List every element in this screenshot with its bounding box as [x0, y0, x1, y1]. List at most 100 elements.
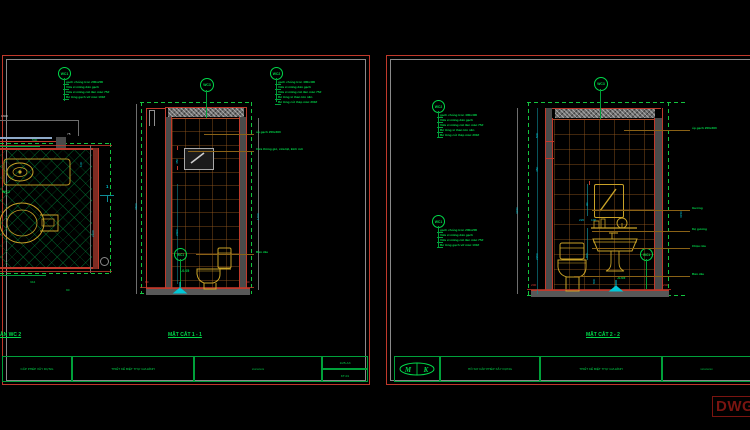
sec1-dim-2300-line	[177, 184, 178, 284]
left-section-title: MẶT CẮT 1 - 1	[168, 332, 202, 338]
callout-wc2-right-line-3: Bê tông xỉ than tôn nền	[440, 128, 475, 132]
sec2-level-symbol	[608, 280, 624, 292]
leader-line-ban-cau	[196, 254, 254, 255]
sec1-vent-window	[184, 148, 214, 170]
callout-bubble-wc1-left-label: WC1	[60, 71, 69, 76]
sec1-door-red-v	[146, 108, 147, 288]
title-block-left-cell-1: THIẾT KẾ BIỆT THỰ GIA ĐÌNH	[72, 356, 194, 382]
sec1-floor-callout-label: WC1	[176, 252, 185, 257]
title-block-right-cell-0: HỒ SƠ CẤP PHÉP XÂY DỰNG	[440, 356, 540, 382]
callout-wc2-right-spine	[437, 111, 439, 137]
sec1-top-bubble: WC3	[200, 78, 214, 92]
label-cua-thong-gio: Cửa thông gió, cửa lật, kính mờ	[256, 146, 303, 151]
sec1-tiled-wall	[172, 118, 239, 290]
callout-bubble-wc2-right-label: WC2	[434, 104, 443, 109]
plan-dim-vline-2	[90, 145, 91, 273]
sec1-dim-1700: 1700	[256, 213, 260, 220]
sec2-right-vert-dim: 3150	[679, 211, 683, 218]
title-block-right-cell-1: THIẾT KẾ BIỆT THỰ GIA ĐÌNH	[540, 356, 662, 382]
sec2-axis-left	[528, 102, 530, 296]
plan-wall-right	[93, 148, 98, 269]
sec1-dim-90-left: 90	[145, 280, 149, 284]
sec2-level-value: -0.05	[617, 276, 626, 280]
callout-wc2-left-spine	[275, 78, 277, 102]
leader2-line-opgach	[624, 130, 690, 131]
sec1-dim-1700-line	[258, 118, 259, 290]
plan-wall-top	[0, 148, 98, 150]
plan-wc-tag: WC2	[2, 190, 10, 194]
sec1-door-frame-right	[154, 110, 155, 126]
sec2-floor-slab	[531, 291, 669, 297]
right-sheet-border	[386, 55, 750, 385]
sec2-washbasin-fixture	[592, 232, 638, 272]
svg-text:M: M	[404, 366, 412, 374]
sec1-wall-left-outer	[165, 107, 167, 292]
title-block-right-cell-0-text: HỒ SƠ CẤP PHÉP XÂY DỰNG	[468, 367, 512, 371]
plan-reference-target-icon	[100, 257, 109, 266]
sec1-door-head	[149, 110, 155, 111]
sec2-ceiling-slab	[555, 109, 655, 118]
right-section-title: MẶT CẮT 2 - 2	[586, 332, 620, 338]
sec2-top-bubble-label: WC3	[597, 82, 605, 86]
sec1-bottom-dim-line	[140, 287, 254, 288]
section-mark-1-label: 1	[106, 184, 109, 189]
sec2-wall-right	[655, 118, 662, 293]
left-plan-title: ẰN WC 2	[0, 332, 22, 338]
plan-dim-green-a	[0, 146, 40, 147]
callout-wc2-left-line-3: Bê tông xỉ than tôn nền	[278, 95, 313, 99]
sec2-dim-220: 220	[579, 218, 585, 222]
callout-wc1-right-line-2: Vữa xi măng cát đen mác 75#	[440, 238, 484, 242]
callout-wc1-left-stem	[63, 78, 65, 83]
label2-ban-cau: Bàn cầu	[692, 271, 705, 276]
svg-text:K: K	[423, 366, 430, 374]
sec2-mirror	[594, 184, 624, 218]
sec2-dim-500: 500	[535, 132, 539, 138]
callout-wc1-left-line-0: gạch chống tron 200x200	[66, 80, 104, 84]
section-mark-1-tick	[107, 195, 108, 202]
sec2-toilet-fixture	[557, 242, 587, 292]
sec1-floor-slab	[146, 289, 250, 295]
sec1-floor-line	[146, 288, 250, 289]
sec2-dim-100: 100	[591, 218, 597, 222]
title-block-left-cell-1-text: THIẾT KẾ BIỆT THỰ GIA ĐÌNH	[111, 367, 155, 371]
sec2-dim-450: 450	[535, 166, 539, 172]
callout-wc1-left-spine	[63, 83, 65, 101]
leader2-line-ban-cau	[574, 276, 690, 277]
callout-wc1-right-line-1: Vữa xi măng dán gạch	[440, 233, 474, 237]
callout-wc1-left-line-3: Bê tông gạch vỡ mác 100#	[66, 95, 106, 99]
sec1-dim-3600-line	[136, 104, 137, 294]
sec1-top-bubble-label: WC3	[203, 83, 211, 87]
label-op-gach: ốp gạch 200x300	[256, 129, 281, 134]
plan-dim-75: 75	[67, 132, 71, 136]
title-block-left-scale-text: 1/25-A3	[339, 360, 351, 365]
title-block-left: CẤP PHÉP XÂY DỰNG THIẾT KẾ BIỆT THỰ GIA …	[2, 356, 370, 382]
callout-bubble-wc1-right: WC1	[432, 215, 445, 228]
callout-bubble-wc1-right-label: WC1	[434, 219, 443, 224]
label2-ke-guong: Kệ gương	[692, 226, 707, 231]
callout-wc2-left-line-1: Vữa xi măng dán gạch	[278, 85, 312, 89]
title-block-left-cell-2: xxxxxxxx	[194, 356, 322, 382]
callout-bubble-wc1-left: WC1	[58, 67, 71, 80]
callout-wc2-right-line-1: Vữa xi măng dán gạch	[440, 118, 474, 122]
plan-axis-dashed-right	[110, 143, 112, 275]
plan-dim-344: 344	[30, 280, 36, 284]
title-block-right-cell-1-text: THIẾT KẾ BIỆT THỰ GIA ĐÌNH	[579, 367, 623, 371]
callout-bubble-wc2-left: WC2	[270, 67, 283, 80]
sec2-floor-callout-label: WC1	[642, 252, 651, 257]
sec1-toilet-fixture	[196, 247, 232, 290]
sec2-dim-800-line	[587, 228, 588, 260]
title-block-left-cell-0-text: CẤP PHÉP XÂY DỰNG	[20, 367, 54, 371]
sec2-dim-tick-a	[589, 181, 590, 185]
callout-wc2-right-line-0: gạch chống tron 400x400	[440, 113, 478, 117]
plan-axis-dashed-bottom	[0, 273, 112, 275]
leader2-line-ke-guong	[592, 231, 690, 232]
sec2-wall-left-outer	[545, 108, 547, 294]
sec2-dim-mirror-line	[587, 184, 588, 216]
sec2-floor-line	[531, 290, 669, 291]
sec2-top-bubble: WC3	[594, 77, 608, 91]
title-block-left-cell-2-text: xxxxxxxx	[251, 367, 265, 371]
sec1-wall-right	[240, 117, 246, 291]
plan-dim-1300: 1300	[1, 115, 8, 118]
leader2-line-guong	[592, 210, 690, 211]
sec2-wall-right-outer	[662, 108, 664, 294]
